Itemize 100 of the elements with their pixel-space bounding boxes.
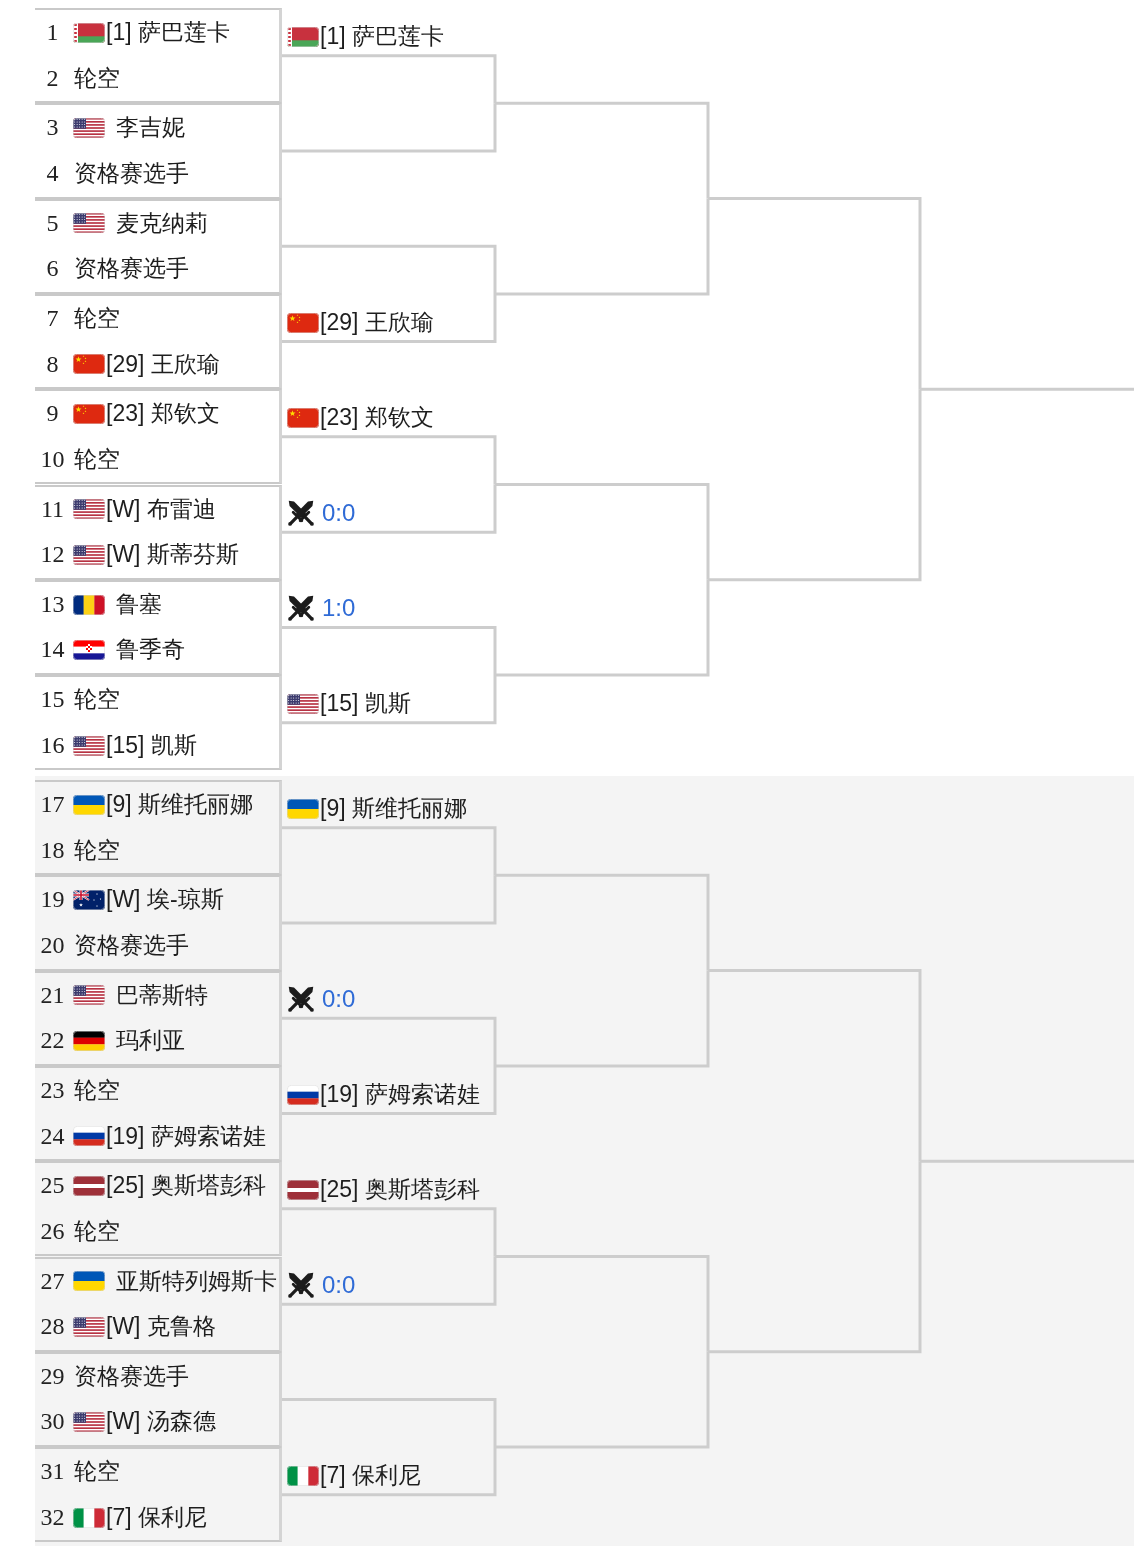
- match-box: [35, 1256, 282, 1352]
- player-name: 麦克纳莉: [116, 209, 208, 238]
- draw-number: 4: [46, 159, 59, 188]
- player-name: 资格赛选手: [74, 1362, 189, 1391]
- draw-number: 6: [46, 255, 59, 283]
- bracket-line: [282, 293, 497, 344]
- match-box: [35, 198, 282, 294]
- draw-number: 7: [46, 304, 59, 333]
- draw-number: 23: [40, 1076, 65, 1105]
- match-score: 0:0: [322, 1270, 356, 1300]
- draw-number: 30: [40, 1408, 65, 1437]
- bracket-line: [282, 675, 497, 725]
- bracket-line: [920, 1159, 1134, 1163]
- bracket-line: [282, 1016, 497, 1066]
- player-name: [29] 王欣瑜: [320, 308, 434, 337]
- player-name: [15] 凯斯: [320, 689, 411, 718]
- player-name: 鲁季奇: [116, 636, 185, 665]
- player-name: 亚斯特列姆斯卡: [116, 1267, 277, 1296]
- match-box: [35, 579, 282, 676]
- match-score: 1:0: [322, 594, 356, 623]
- player-name: [W] 斯蒂芬斯: [106, 541, 239, 569]
- bracket-line: [282, 244, 497, 294]
- match-box: [35, 1447, 282, 1543]
- player-name: [25] 奥斯塔彭科: [320, 1176, 480, 1204]
- draw-number: 28: [40, 1313, 65, 1341]
- bracket-line: [495, 970, 710, 1068]
- player-name: 资格赛选手: [74, 159, 189, 188]
- player-name: [1] 萨巴莲卡: [320, 22, 444, 51]
- player-name: 轮空: [74, 1217, 120, 1246]
- draw-number: 31: [40, 1458, 65, 1486]
- player-name: 巴蒂斯特: [116, 981, 208, 1010]
- draw-number: 18: [40, 836, 65, 865]
- player-name: [9] 斯维托丽娜: [106, 791, 253, 819]
- bracket-line: [708, 1161, 922, 1354]
- draw-number: 25: [40, 1172, 65, 1200]
- player-name: [15] 凯斯: [106, 731, 197, 760]
- player-name: 李吉妮: [116, 114, 185, 142]
- player-name: 玛利亚: [116, 1027, 185, 1055]
- player-name: 轮空: [74, 304, 120, 333]
- player-name: [19] 萨姆索诺娃: [320, 1080, 480, 1109]
- match-box: [35, 780, 282, 876]
- draw-number: 17: [40, 791, 65, 819]
- player-name: [7] 保利尼: [320, 1461, 421, 1490]
- player-name: [29] 王欣瑜: [106, 350, 220, 379]
- match-box: [35, 103, 282, 199]
- player-name: [23] 郑钦文: [106, 400, 220, 428]
- bracket-line: [282, 435, 497, 485]
- draw-number: 8: [46, 350, 59, 379]
- player-name: [W] 克鲁格: [106, 1313, 216, 1341]
- bracket-line: [282, 1447, 497, 1497]
- player-name: [W] 布雷迪: [106, 495, 216, 524]
- match-box: [35, 8, 282, 104]
- bracket-line: [282, 625, 497, 676]
- player-name: [1] 萨巴莲卡: [106, 19, 230, 47]
- draw-number: 29: [40, 1362, 65, 1391]
- draw-number: 21: [40, 981, 65, 1010]
- draw-number: 16: [40, 731, 65, 760]
- draw-number: 2: [46, 64, 59, 93]
- player-name: [19] 萨姆索诺娃: [106, 1122, 266, 1151]
- bracket-line: [282, 54, 497, 104]
- draw-number: 19: [40, 886, 65, 914]
- player-name: 轮空: [74, 64, 120, 93]
- bracket-line: [282, 1065, 497, 1116]
- draw-number: 1: [46, 19, 59, 47]
- bracket-line: [282, 875, 497, 925]
- draw-number: 11: [40, 495, 65, 524]
- bracket-line: [282, 826, 497, 876]
- match-score: 0:0: [322, 984, 356, 1014]
- player-name: [9] 斯维托丽娜: [320, 794, 467, 823]
- match-box: [35, 1065, 282, 1162]
- draw-number: 22: [40, 1027, 65, 1055]
- bracket-line: [282, 103, 497, 153]
- match-box: [35, 484, 282, 580]
- player-name: 鲁塞: [116, 590, 162, 619]
- bracket-line: [282, 1397, 497, 1448]
- match-score: 0:0: [322, 498, 356, 528]
- bracket-line: [708, 197, 922, 390]
- draw-number: 3: [46, 114, 59, 142]
- bracket-line: [282, 484, 497, 534]
- draw-number: 26: [40, 1217, 65, 1246]
- player-name: 轮空: [74, 1076, 120, 1105]
- match-box: [35, 293, 282, 390]
- draw-number: 10: [40, 445, 65, 474]
- draw-number: 27: [40, 1267, 65, 1296]
- match-box: [35, 675, 282, 771]
- player-name: [W] 埃-琼斯: [106, 886, 224, 914]
- draw-number: 32: [40, 1503, 65, 1532]
- draw-number: 20: [40, 931, 65, 960]
- player-name: [7] 保利尼: [106, 1503, 207, 1532]
- bracket-line: [495, 101, 710, 199]
- bracket-line: [495, 579, 710, 677]
- player-name: 轮空: [74, 445, 120, 474]
- bracket-line: [495, 1351, 710, 1449]
- bracket-line: [495, 483, 710, 580]
- draw-number: 9: [46, 400, 59, 428]
- draw-number: 24: [40, 1122, 65, 1151]
- bracket-line: [495, 198, 710, 296]
- bracket-line: [708, 389, 922, 582]
- draw-number: 13: [40, 590, 65, 619]
- player-name: [W] 汤森德: [106, 1408, 216, 1437]
